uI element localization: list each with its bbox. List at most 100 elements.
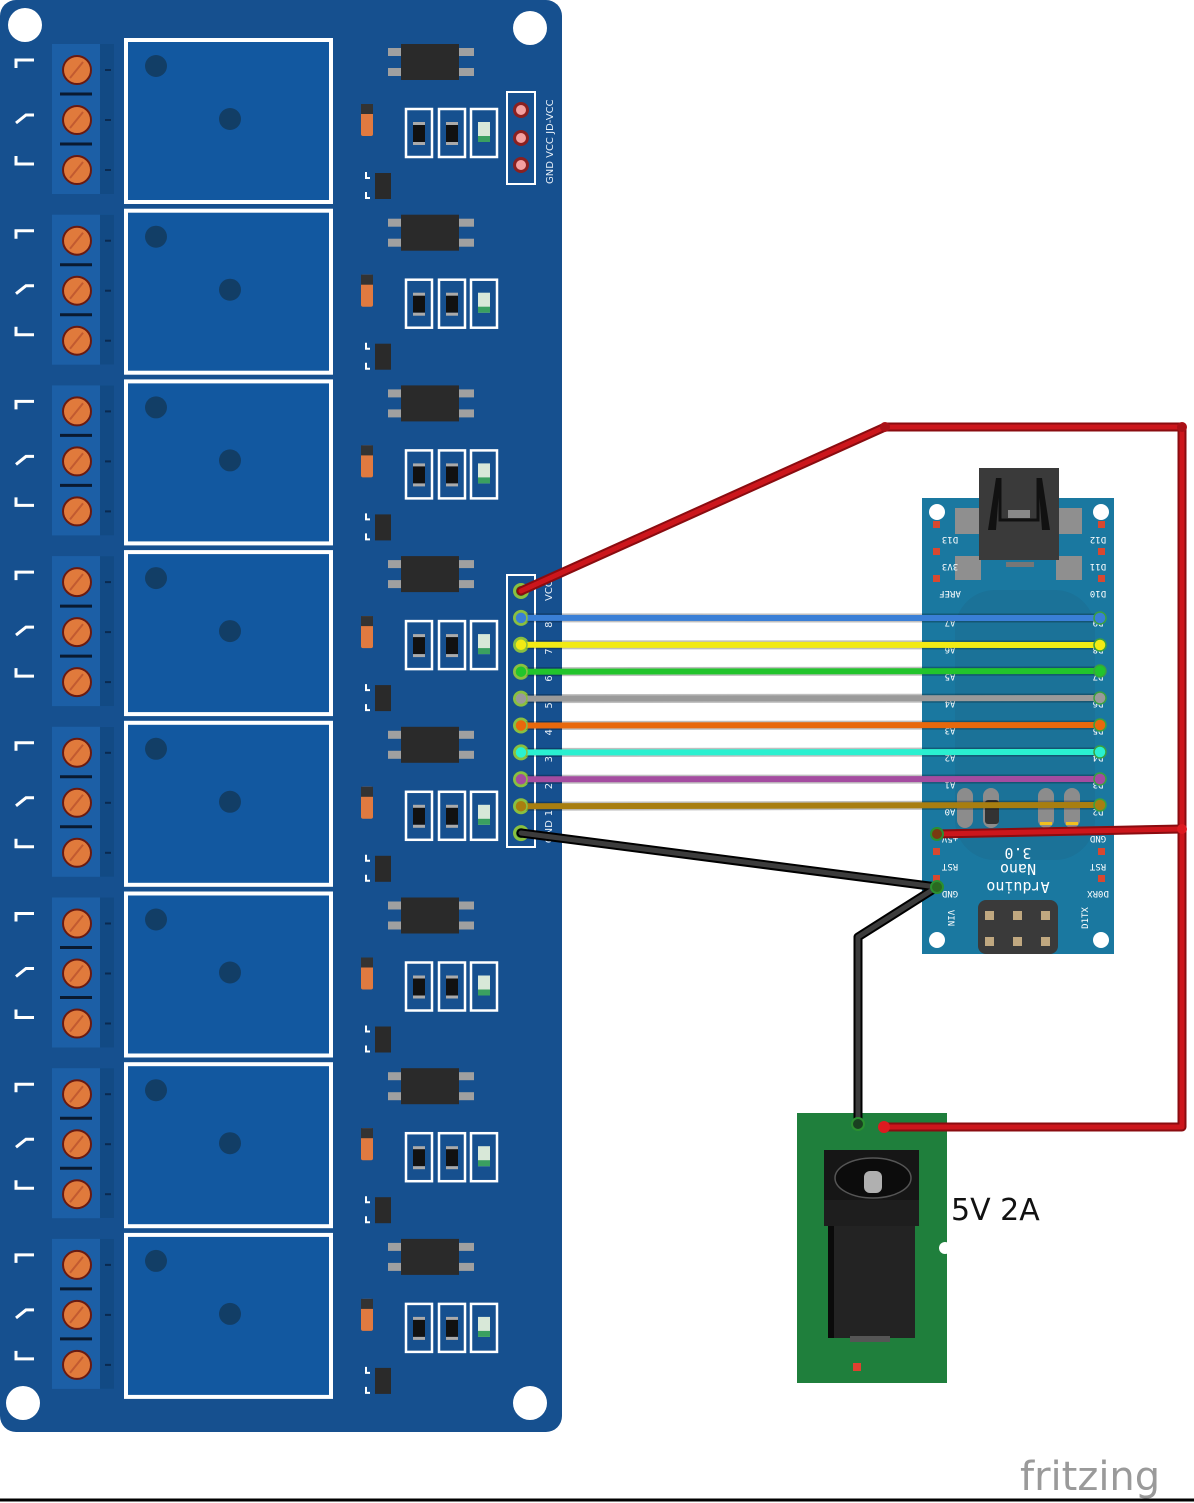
nano-pin-label-rst: RST	[1089, 861, 1106, 871]
psu-rating-label: 5V 2A	[951, 1193, 1040, 1228]
smd-resistor	[413, 465, 425, 484]
nc-symbol	[14, 399, 34, 410]
input-pin-label: 5	[544, 702, 555, 708]
nc-symbol	[14, 229, 34, 239]
input-pin-label: 8	[544, 622, 555, 628]
no-symbol	[14, 1180, 34, 1190]
mounting-hole	[513, 1386, 547, 1420]
transistor	[375, 1367, 391, 1394]
optocoupler	[401, 44, 459, 80]
optocoupler	[401, 1068, 459, 1105]
nc-symbol	[14, 570, 34, 581]
nano-pin-label-3v3: 3V3	[942, 561, 958, 571]
nc-symbol	[14, 912, 34, 922]
com-symbol	[15, 1137, 34, 1149]
smd-resistor	[446, 977, 458, 996]
nano-pin-label-a4: A4	[945, 698, 956, 708]
mounting-hole	[513, 11, 547, 45]
no-symbol	[14, 1009, 34, 1019]
no-symbol	[14, 156, 34, 166]
no-symbol	[14, 838, 34, 849]
wires	[514, 422, 1187, 1133]
input-pin-label: 7	[544, 648, 555, 654]
relay-channel	[14, 891, 499, 1058]
relay-channel	[14, 208, 499, 375]
input-pin-label: VCC	[544, 580, 555, 601]
mounting-notch	[939, 1242, 951, 1254]
smd-resistor	[446, 294, 458, 313]
nano-pin-label-d12: D12	[1090, 534, 1106, 544]
nano-pin-label-d11: D11	[1090, 561, 1106, 571]
nano-pin-label-gnd: GND	[942, 888, 958, 898]
input-pin-label: 2	[544, 783, 555, 789]
power-jumper-header[interactable]: GND VCC JD-VCC	[506, 91, 556, 185]
com-symbol	[15, 113, 34, 125]
nano-pin-label-a5: A5	[945, 671, 956, 681]
smd-resistor	[413, 124, 425, 142]
barrel-jack-body	[828, 1226, 915, 1338]
nano-pin-label-a1: A1	[945, 779, 956, 789]
smd-resistor	[413, 636, 425, 655]
input-pin-label: 3	[544, 756, 555, 762]
no-symbol	[14, 668, 34, 678]
barrel-jack-collar	[824, 1200, 919, 1226]
mounting-hole	[929, 932, 945, 948]
nc-symbol	[14, 741, 34, 751]
input-pin-label: 4	[544, 729, 555, 735]
mounting-hole	[929, 504, 945, 520]
smd-resistor	[413, 977, 425, 996]
nano-pin-label-a7: A7	[945, 617, 956, 627]
arduino-nano[interactable]: D133V3AREFA7A6A5A4A3A2A1A0+5VRSTGNDVIND1…	[922, 468, 1114, 954]
transistor	[375, 855, 391, 882]
smd-resistor	[446, 124, 458, 142]
nano-board-label: 3.0	[1004, 844, 1031, 862]
input-pin-label: GND	[544, 820, 555, 843]
dc-barrel-jack-module[interactable]: 5V 2A	[797, 1113, 1040, 1383]
com-symbol	[15, 796, 34, 807]
smd-resistor	[413, 294, 425, 313]
optocoupler	[401, 214, 459, 251]
mounting-hole	[6, 1386, 40, 1420]
optocoupler	[401, 1238, 459, 1275]
fritzing-watermark: fritzing	[1020, 1454, 1160, 1500]
transistor	[375, 1197, 391, 1224]
usb-connector	[955, 468, 1082, 580]
smd-resistor	[446, 636, 458, 655]
optocoupler	[401, 897, 459, 934]
transistor	[375, 343, 391, 370]
nc-symbol	[14, 1253, 34, 1263]
nano-pin-label-d13: D13	[942, 534, 958, 544]
smd-resistor	[446, 465, 458, 484]
no-symbol	[14, 1350, 34, 1361]
no-symbol	[14, 497, 34, 507]
com-symbol	[15, 284, 34, 295]
optocoupler	[401, 726, 459, 763]
transistor	[375, 514, 391, 541]
smd-resistor	[413, 1318, 425, 1337]
relay-channel	[14, 1232, 499, 1399]
icsp-header	[978, 900, 1058, 954]
input-pin-label: 1	[544, 810, 555, 816]
com-symbol	[15, 1308, 34, 1320]
smd-resistor	[413, 806, 425, 825]
com-symbol	[15, 967, 34, 978]
relay-channel	[14, 38, 499, 204]
input-pin-label: 6	[544, 675, 555, 681]
nano-pin-label-rst: RST	[941, 861, 958, 871]
com-symbol	[15, 625, 34, 637]
nano-pin-label-vin: VIN	[945, 910, 955, 926]
optocoupler	[401, 556, 459, 593]
nano-pin-label-a0: A0	[945, 806, 956, 816]
smd-resistor	[446, 806, 458, 825]
nano-pin-label-a6: A6	[945, 644, 956, 654]
no-symbol	[14, 326, 34, 337]
relay-channel	[14, 550, 499, 717]
relay-channel	[14, 379, 499, 546]
optocoupler	[401, 385, 459, 422]
transistor	[375, 1026, 391, 1053]
nano-pin-label-d10: D10	[1090, 588, 1106, 598]
nano-board-label: Arduino	[986, 878, 1049, 896]
mounting-hole	[1093, 504, 1109, 520]
